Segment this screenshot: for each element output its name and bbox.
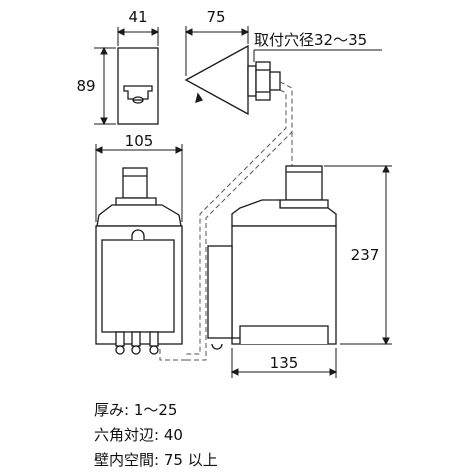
- spec-thickness-label: 厚み: [94, 401, 125, 419]
- dimension-left-unit-width-label: 105: [125, 132, 154, 150]
- dimension-nozzle-width-label: 75: [206, 8, 225, 26]
- dimension-fixture-width-label: 41: [128, 8, 147, 26]
- spec-wall-space-label: 壁内空間: [94, 451, 155, 469]
- spec-hex-width: 六角対辺: 40: [94, 423, 218, 448]
- right-unit-side-view: [207, 165, 337, 350]
- spec-hex-width-label: 六角対辺: [94, 426, 155, 444]
- dimension-left-unit-width: [94, 144, 184, 222]
- dimension-right-unit-width-label: 135: [270, 354, 299, 372]
- dimension-nozzle-width: [184, 26, 250, 76]
- dimension-right-unit-height: [324, 164, 392, 346]
- spec-wall-space-value: 75 以上: [163, 451, 218, 469]
- spec-thickness: 厚み: 1～25: [94, 398, 218, 423]
- spec-hex-width-separator: :: [154, 426, 164, 444]
- nozzle-side-view: [184, 44, 281, 116]
- dimension-right-unit-width: [230, 348, 338, 378]
- hose-lines: [159, 81, 293, 361]
- spec-hex-width-value: 40: [163, 426, 183, 444]
- left-unit-front-view: [95, 167, 183, 355]
- spec-list: 厚み: 1～25 六角対辺: 40 壁内空間: 75 以上: [94, 398, 218, 473]
- fixture-front-view: [117, 47, 159, 125]
- spec-wall-space: 壁内空間: 75 以上: [94, 448, 218, 473]
- dimension-fixture-height-label: 89: [76, 77, 95, 95]
- dimension-fixture-width: [116, 27, 160, 46]
- dimension-fixture-height: [94, 46, 116, 126]
- dimension-right-unit-height-label: 237: [351, 246, 380, 264]
- spec-wall-space-separator: :: [154, 451, 164, 469]
- mounting-hole-label: 取付穴径32～35: [254, 31, 367, 49]
- mounting-hole-leader: [253, 49, 382, 62]
- spec-thickness-value: 1～25: [133, 401, 178, 419]
- spec-thickness-separator: :: [124, 401, 134, 419]
